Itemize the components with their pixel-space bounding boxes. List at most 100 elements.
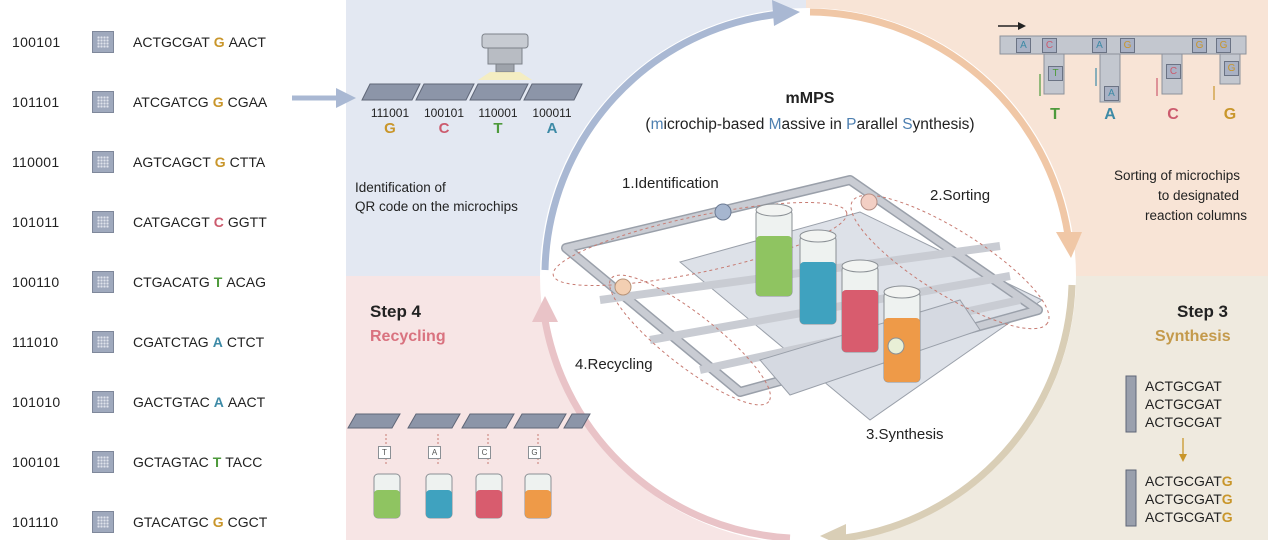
arc-beige xyxy=(844,284,1076,540)
sequence-new-base: G xyxy=(214,154,226,170)
sequence-new-base: T xyxy=(212,454,222,470)
strand-before: ACTGCGAT xyxy=(1145,414,1222,430)
column-chip: G xyxy=(1224,61,1239,76)
sequence-prefix: GTACATGC xyxy=(133,514,209,530)
strand-sequence: ACTGCGAT xyxy=(1145,473,1222,489)
track-chip: A xyxy=(1016,38,1031,53)
strand-after: ACTGCGATG xyxy=(1145,473,1233,489)
step3-label: Synthesis xyxy=(1155,328,1231,345)
sorting-caption-3: reaction columns xyxy=(1145,208,1248,223)
strand-sequence: ACTGCGAT xyxy=(1145,414,1222,430)
strand-sequence: ACTGCGAT xyxy=(1145,509,1222,525)
recycled-chip-label: C xyxy=(478,446,491,459)
center-title-block: mMPS (microchip-based Massive in Paralle… xyxy=(620,90,1000,134)
recycled-chip-label: A xyxy=(428,446,441,459)
column-chip: T xyxy=(1048,66,1063,81)
sequence-id: 110001 xyxy=(12,154,60,170)
synthesis-strands xyxy=(1125,375,1187,527)
sequence-suffix: CGCT xyxy=(227,514,268,530)
arc-peach-arrowhead xyxy=(1056,232,1082,258)
sequence-suffix: CTCT xyxy=(226,334,265,350)
track-chip: C xyxy=(1042,38,1057,53)
strand-sequence: ACTGCGAT xyxy=(1145,378,1222,394)
subtitle-highlight-letter: S xyxy=(902,116,913,133)
arc-pink-arrowhead xyxy=(532,296,558,322)
strand-added-base: G xyxy=(1221,491,1233,507)
reaction-columns xyxy=(755,203,921,383)
recycled-chip-label: G xyxy=(528,446,541,459)
sequence-suffix: AACT xyxy=(227,394,266,410)
subtitle-text: ynthesis) xyxy=(912,116,975,133)
microchip-icon xyxy=(92,31,114,53)
identification-chips xyxy=(361,83,583,101)
sorting-caption-1: Sorting of microchips xyxy=(1114,168,1241,183)
sequence-prefix: AGTCAGCT xyxy=(133,154,211,170)
sequence-id: 100101 xyxy=(12,454,61,470)
chip-base-1: G xyxy=(384,120,396,137)
column-chip: C xyxy=(1166,64,1181,79)
sequence-prefix: GACTGTAC xyxy=(133,394,210,410)
chip-code-2: 100101 xyxy=(423,106,465,120)
microchip-icon xyxy=(92,211,114,233)
sequence-id: 100110 xyxy=(12,274,60,290)
sequence-new-base: T xyxy=(213,274,223,290)
sequence-new-base: C xyxy=(213,214,224,230)
subtitle-highlight-letter: m xyxy=(650,116,664,133)
sequence-suffix: AACT xyxy=(228,34,266,50)
mmps-subtitle: (microchip-based Massive in Parallel Syn… xyxy=(620,116,1000,134)
strand-after: ACTGCGATG xyxy=(1145,509,1233,525)
sequence-prefix: ACTGCGAT xyxy=(133,34,210,50)
recycled-chip-label: T xyxy=(378,446,391,459)
arc-peach xyxy=(809,8,1072,236)
strand-added-base: G xyxy=(1221,473,1233,489)
sequence-id: 101011 xyxy=(12,214,60,230)
sequence-suffix: CTTA xyxy=(229,154,266,170)
strand-added-base: G xyxy=(1221,509,1233,525)
step4-label: Recycling xyxy=(370,328,446,345)
chip-code-1: 111001 xyxy=(370,106,410,120)
sequence-suffix: ACAG xyxy=(226,274,266,290)
sequence-new-base: G xyxy=(213,34,225,50)
sequence-id: 101110 xyxy=(12,514,59,530)
track-chip: G xyxy=(1120,38,1135,53)
microchip-icon xyxy=(92,511,114,533)
subtitle-text: ( xyxy=(645,116,651,133)
chip-code-3: 110001 xyxy=(478,106,518,120)
step3-heading: Step 3 xyxy=(1177,302,1229,321)
arc-blue-arrowhead xyxy=(772,0,800,26)
recycling-chips-row xyxy=(347,413,591,466)
mmps-title: mMPS xyxy=(785,90,835,107)
column-base-label: A xyxy=(1104,106,1116,123)
sequence-prefix: CGATCTAG xyxy=(133,334,209,350)
column-base-label: G xyxy=(1223,106,1237,123)
sequence-suffix: CGAA xyxy=(227,94,268,110)
column-chip: A xyxy=(1104,86,1119,101)
sequence-suffix: GGTT xyxy=(227,214,267,230)
subtitle-text: assive in xyxy=(781,116,847,133)
step4-heading: Step 4 xyxy=(370,302,422,321)
microchip-icon xyxy=(92,391,114,413)
microchip-icon xyxy=(92,151,114,173)
column-base-label: T xyxy=(1050,106,1060,123)
sequence-new-base: G xyxy=(212,94,224,110)
sequence-new-base: A xyxy=(213,394,224,410)
sequence-prefix: ATCGATCG xyxy=(133,94,209,110)
chip-base-3: T xyxy=(493,120,503,137)
sequence-id: 101010 xyxy=(12,394,61,410)
sequence-id: 101101 xyxy=(12,94,60,110)
subtitle-highlight-letter: P xyxy=(846,116,857,133)
microchip-icon xyxy=(92,451,114,473)
column-base-label: C xyxy=(1167,106,1179,123)
chip-base-4: A xyxy=(546,120,558,137)
arc-pink xyxy=(541,319,791,540)
strand-before: ACTGCGAT xyxy=(1145,378,1222,394)
strand-before: ACTGCGAT xyxy=(1145,396,1222,412)
